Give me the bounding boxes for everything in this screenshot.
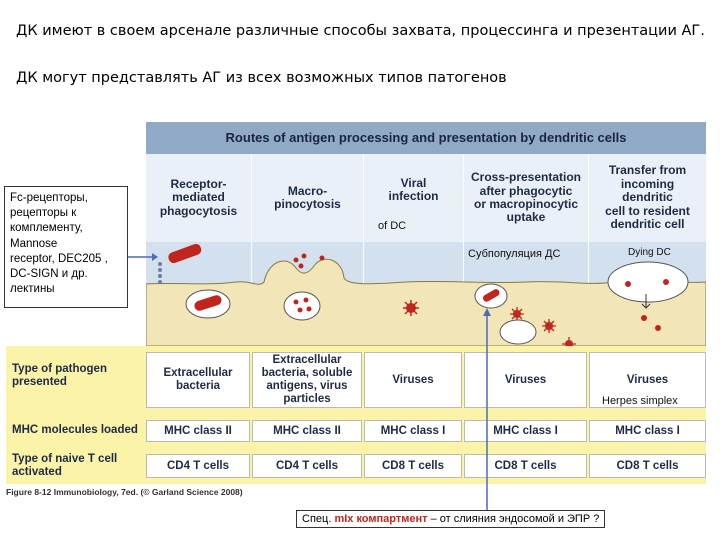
dc-membrane xyxy=(146,258,706,346)
receptors-callout: Fc-рецепторы, рецепторы к комплементу, M… xyxy=(4,186,128,308)
antigen-particles-icon xyxy=(293,253,325,269)
header-band xyxy=(146,154,706,242)
column-divider xyxy=(463,154,464,346)
compartment-note: Спец. mIx компартмент – от слияния эндос… xyxy=(296,510,606,528)
of-dc-label: of DC xyxy=(376,220,409,232)
virus-icon xyxy=(510,307,524,321)
mhc-cell: MHC class I xyxy=(464,420,587,442)
antigen-particles-icon xyxy=(293,297,312,313)
tcell-cell: CD4 T cells xyxy=(146,454,250,478)
tcell-cell: CD8 T cells xyxy=(589,454,706,478)
herpes-label: Herpes simplex xyxy=(600,395,680,407)
dying-dc-label: Dying DC xyxy=(628,247,671,258)
phagosome-icon xyxy=(499,319,537,345)
subpopulation-label: Субпопуляция ДС xyxy=(468,248,561,260)
dying-dc-icon xyxy=(607,261,689,303)
receptor-icon xyxy=(158,262,162,284)
antigen-particles-icon xyxy=(625,279,669,331)
mhc-cell: MHC class I xyxy=(589,420,706,442)
row-label-tcell: Type of naive T cell activated xyxy=(12,452,118,478)
compartment-note-suffix: – от слияния эндосомой и ЭПР ? xyxy=(427,513,600,525)
compartment-note-highlight: mIx компартмент xyxy=(334,513,428,525)
column-header: Cross-presentation after phagocytic or m… xyxy=(470,170,582,225)
column-header: Transfer from incoming dendritic cell to… xyxy=(605,163,690,232)
tcell-cell: CD8 T cells xyxy=(464,454,587,478)
illustration-cells xyxy=(146,243,706,346)
callout-arrow xyxy=(128,253,158,261)
figure-routes-antigen-presentation: Routes of antigen processing and present… xyxy=(6,122,706,500)
figure-title: Routes of antigen processing and present… xyxy=(225,129,627,145)
slide-line-1: ДК имеют в своем арсенале различные спос… xyxy=(16,23,705,39)
column-header: Macro- pinocytosis xyxy=(274,183,341,211)
row-label-pathogen: Type of pathogen presented xyxy=(12,362,107,388)
mhc-cell: MHC class II xyxy=(146,420,250,442)
column-divider xyxy=(588,154,589,346)
virus-icon xyxy=(403,300,419,316)
virus-icon xyxy=(562,337,576,346)
compartment-note-prefix: Спец. xyxy=(302,513,335,525)
column-divider xyxy=(363,154,364,346)
arrow-icon xyxy=(641,294,651,309)
mhc-cell: MHC class I xyxy=(364,420,462,442)
macropinosome-icon xyxy=(283,291,321,321)
bacteria-icon xyxy=(194,295,222,311)
slide-line-2: ДК могут представлять АГ из всех возможн… xyxy=(16,70,507,86)
tcell-cell: CD8 T cells xyxy=(364,454,462,478)
blue-pointer-line xyxy=(483,308,491,514)
column-header: Receptor- mediated phagocytosis xyxy=(159,176,238,218)
pathogen-cell: Viruses xyxy=(364,352,462,408)
tcell-cell: CD4 T cells xyxy=(252,454,362,478)
figure-caption: Figure 8-12 Immunobiology, 7ed. (© Garla… xyxy=(6,487,243,497)
row-label-mhc: MHC molecules loaded xyxy=(12,424,138,437)
pathogen-cell: Extracellular bacteria xyxy=(146,352,250,408)
column-header: Viral infection xyxy=(388,175,439,203)
mhc-cell: MHC class II xyxy=(252,420,362,442)
pathogen-cell: Extracellular bacteria, soluble antigens… xyxy=(252,352,362,408)
bacteria-icon xyxy=(168,243,202,264)
virus-icon xyxy=(542,319,556,333)
bacteria-icon xyxy=(482,289,500,302)
column-divider xyxy=(251,154,252,346)
pathogen-cell: Viruses xyxy=(464,352,587,408)
title-band xyxy=(146,122,706,154)
